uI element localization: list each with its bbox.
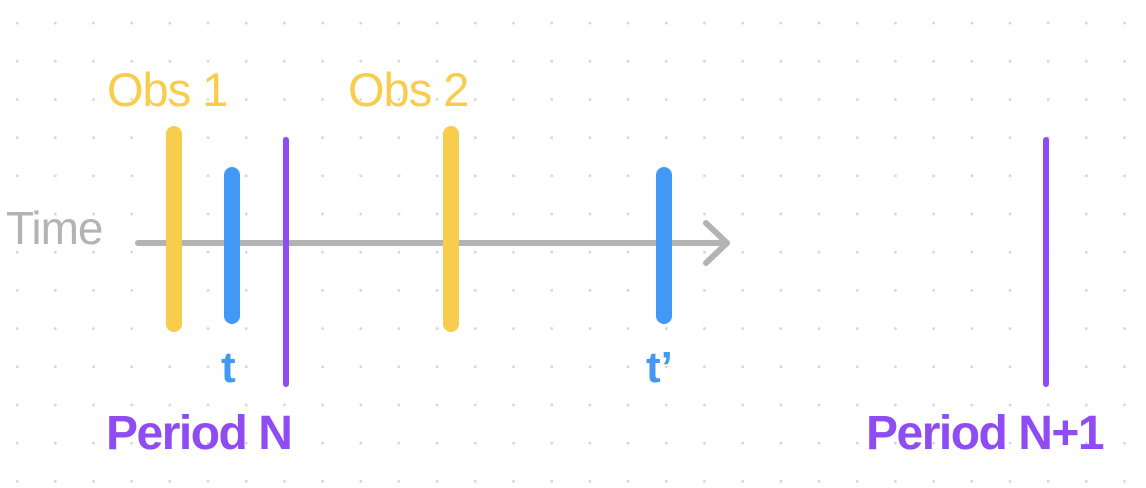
arrow-right-icon (703, 220, 730, 266)
timeline-label: Time (6, 202, 104, 254)
period-label-n: Period N (106, 407, 293, 460)
observation-label-2: Obs 2 (348, 63, 469, 116)
time-marker-label-t: t (221, 343, 236, 392)
period-label-n-plus-1: Period N+1 (866, 407, 1105, 460)
time-marker-label-t-prime: t’ (646, 343, 673, 392)
observation-label-1: Obs 1 (107, 63, 228, 116)
